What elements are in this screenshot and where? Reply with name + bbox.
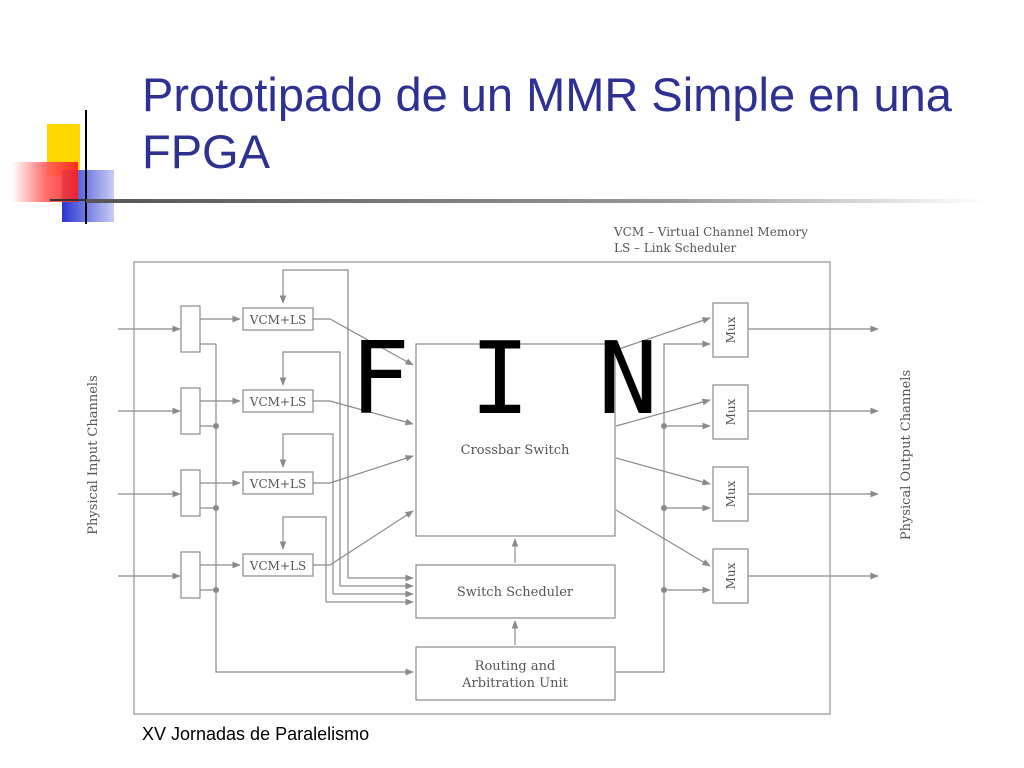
routing-label-line2: Arbitration Unit xyxy=(461,676,568,691)
demux-box xyxy=(180,551,201,599)
mux-label: Mux xyxy=(724,480,738,507)
mux-label: Mux xyxy=(724,398,738,425)
fin-letter-i: I xyxy=(470,320,530,437)
mux-label: Mux xyxy=(724,562,738,589)
vcm-ls-block xyxy=(242,471,314,495)
demux-box xyxy=(180,387,201,435)
output-channels-label: Physical Output Channels xyxy=(899,370,914,540)
input-channels-label: Physical Input Channels xyxy=(86,375,101,535)
routing-label-line1: Routing and xyxy=(475,659,556,674)
vcm-ls-label: VCM+LS xyxy=(249,395,306,409)
legend-ls: LS – Link Scheduler xyxy=(614,241,737,255)
vcm-ls-block xyxy=(242,553,314,577)
router-frame xyxy=(133,261,831,715)
routing-arbitration-block xyxy=(415,646,616,701)
slide-footer: XV Jornadas de Paralelismo xyxy=(142,724,370,744)
title-divider xyxy=(86,199,986,203)
vcm-ls-label: VCM+LS xyxy=(249,313,306,327)
switch-scheduler-block xyxy=(415,564,616,619)
crossbar-switch-block xyxy=(415,343,616,537)
switch-scheduler-label: Switch Scheduler xyxy=(457,585,574,600)
decorative-corner-squares xyxy=(12,110,140,224)
legend-vcm: VCM – Virtual Channel Memory xyxy=(613,225,808,239)
vcm-ls-label: VCM+LS xyxy=(249,477,306,491)
vcm-ls-label: VCM+LS xyxy=(249,559,306,573)
demux-box xyxy=(180,305,201,353)
mux-block xyxy=(712,548,749,604)
mux-block xyxy=(712,302,749,358)
mux-block xyxy=(712,466,749,522)
crossbar-switch-label: Crossbar Switch xyxy=(461,443,570,458)
fin-letter-f: F xyxy=(350,320,410,437)
mux-label: Mux xyxy=(724,316,738,343)
mux-block xyxy=(712,384,749,440)
fin-letter-n: N xyxy=(598,320,658,437)
vcm-ls-block xyxy=(242,389,314,413)
slide-title: Prototipado de un MMR Simple en una FPGA xyxy=(142,68,952,178)
demux-box xyxy=(180,469,201,517)
vcm-ls-block xyxy=(242,307,314,331)
